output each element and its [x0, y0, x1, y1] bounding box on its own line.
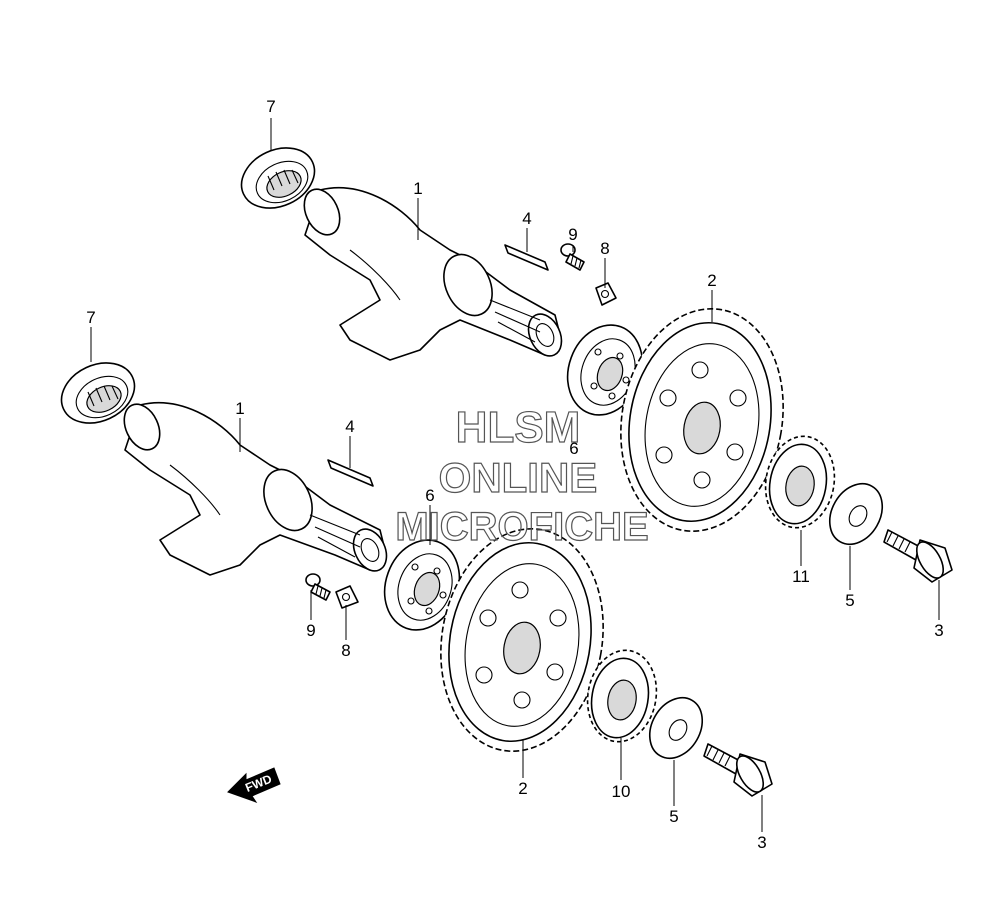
- watermark-line-2: ONLINE: [439, 454, 598, 501]
- callout-4-lower: 4: [345, 417, 354, 436]
- callout-4-upper: 4: [522, 209, 531, 228]
- callout-9-upper: 9: [568, 225, 577, 244]
- ball-bearing-lower: [383, 539, 461, 631]
- needle-bearing-upper: [240, 147, 316, 209]
- flange-bolt-lower: [703, 743, 773, 797]
- callout-7-upper: 7: [266, 97, 275, 116]
- key-upper: [504, 244, 549, 271]
- balancer-gear-upper: [620, 308, 784, 532]
- callout-9-lower: 9: [306, 621, 315, 640]
- callout-11: 11: [792, 567, 810, 586]
- watermark-line-1: HLSM: [456, 403, 581, 452]
- callout-6-lower: 6: [425, 486, 434, 505]
- bolt-upper: [560, 243, 585, 271]
- lock-washer-lower: [335, 585, 359, 609]
- fwd-arrow-icon: FWD: [227, 767, 281, 803]
- callout-3-lower: 3: [757, 833, 766, 852]
- callout-10: 10: [612, 782, 631, 801]
- callout-1-lower: 1: [235, 399, 244, 418]
- balancer-shaft-lower: [123, 402, 388, 576]
- callout-3-upper: 3: [934, 621, 943, 640]
- callout-labels: 7 1 4 9 8 2 6 7 1 4 6 9 8 2 10 11 5 3 5 …: [86, 97, 943, 852]
- callout-8-upper: 8: [600, 239, 609, 258]
- callout-1-upper: 1: [413, 179, 422, 198]
- key-lower: [327, 459, 374, 487]
- callout-5-lower: 5: [669, 807, 678, 826]
- needle-bearing-lower: [60, 362, 136, 424]
- bolt-lower: [305, 573, 331, 601]
- washer-upper: [828, 483, 884, 545]
- watermark-line-3: MICROFICHE: [395, 505, 648, 549]
- small-gear-11: [764, 435, 836, 529]
- callout-5-upper: 5: [845, 591, 854, 610]
- washer-lower: [648, 697, 704, 759]
- callout-6-upper: 6: [569, 439, 578, 458]
- balancer-shaft-upper: [303, 187, 563, 361]
- balancer-gear-lower: [440, 528, 604, 752]
- lock-washer-upper: [595, 282, 617, 306]
- small-gear-10: [586, 649, 658, 743]
- callout-2-lower: 2: [518, 779, 527, 798]
- watermark: HLSM ONLINE MICROFICHE: [395, 402, 650, 549]
- callout-8-lower: 8: [341, 641, 350, 660]
- leader-lines: [90, 118, 940, 832]
- callout-7-lower: 7: [86, 308, 95, 327]
- flange-bolt-upper: [883, 529, 953, 583]
- callout-2-upper: 2: [707, 271, 716, 290]
